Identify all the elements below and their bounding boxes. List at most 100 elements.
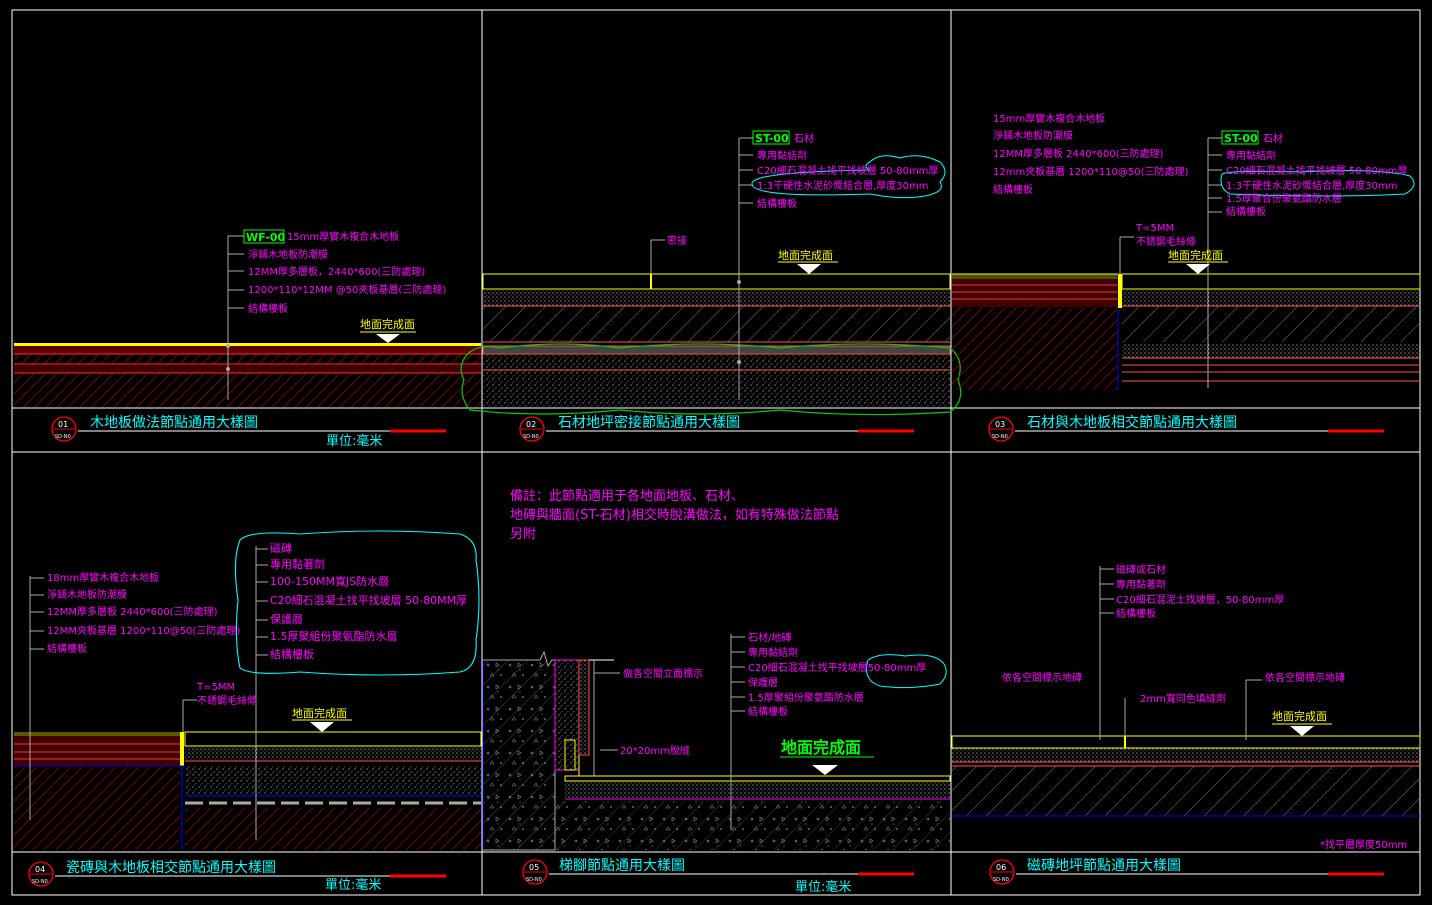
label: 1.5厚聚合份聚氨酯防水層 bbox=[1226, 192, 1342, 205]
label: 100-150MM寬JS防水層 bbox=[270, 574, 389, 588]
unit-label: 單位:毫米 bbox=[326, 433, 382, 449]
panel-02-tag: ST-00 石材 bbox=[752, 130, 814, 145]
panel-04-labels: 磁磚 專用黏著劑 100-150MM寬JS防水層 C20細石混凝土找平找坡層 5… bbox=[270, 542, 467, 661]
panel-title: 石材與木地板相交節點通用大樣圖 bbox=[1027, 414, 1237, 431]
label: C20細石混凝土找平找坡層 50-80mm厚 bbox=[1226, 164, 1407, 177]
label: 1.5厚聚組份聚氨酯防水層 bbox=[748, 691, 864, 704]
label: 石材 bbox=[794, 132, 814, 145]
title-block-04: 04 SD-N0 瓷磚與木地板相交節點通用大樣圖 單位:毫米 bbox=[28, 859, 446, 893]
right-note: 依各空間標示地磚 bbox=[1265, 671, 1345, 684]
panel-05-note: 備註：此節點適用于各地面地板、石材、 地磚與牆面(ST-石材)相交時脫溝做法，如… bbox=[510, 488, 839, 542]
panel-number: 06 bbox=[996, 863, 1006, 872]
label: 結構樓板 bbox=[993, 183, 1033, 196]
label: 15mm厚實木複合木地板 bbox=[993, 112, 1105, 125]
label: 1:3干硬性水泥砂漿結合層,厚度30mm bbox=[757, 179, 928, 192]
panel-title: 梯腳節點通用大樣圖 bbox=[559, 857, 685, 874]
panel-04-tlabels: T=5MM 不銹鋼毛絲條 bbox=[196, 682, 257, 707]
material-tag: ST-00 bbox=[755, 132, 789, 145]
title-block-06: 06 SD-N0 磁磚地坪節點通用大樣圖 bbox=[989, 857, 1384, 885]
label: 專用黏著劑 bbox=[1116, 578, 1166, 591]
title-block-05: 05 SD-N0 梯腳節點通用大樣圖 單位:毫米 bbox=[522, 857, 914, 895]
label: 12MM厚多層板，2440*600(三防處理) bbox=[248, 265, 425, 278]
label: 保護層 bbox=[748, 676, 778, 689]
label: 淨鋪木地板防潮膜 bbox=[248, 248, 328, 261]
panel-04-left-labels: 18mm厚實木複合木地板 淨鋪木地板防潮膜 12MM厚多層板 2440*600(… bbox=[47, 571, 240, 655]
note-line: 另附 bbox=[510, 527, 536, 542]
ground-label-large: 地面完成面 bbox=[781, 738, 861, 757]
ground-label: 地面完成面 bbox=[778, 248, 833, 262]
panel-04-drawing bbox=[14, 530, 482, 850]
panel-number: 05 bbox=[529, 863, 539, 872]
frame-grid bbox=[11, 9, 1421, 896]
label: 結構樓板 bbox=[748, 705, 788, 718]
label: 淨鋪木地板防潮膜 bbox=[47, 588, 127, 601]
joint-label: 密接 bbox=[667, 234, 687, 247]
label: 磁磚或石材 bbox=[1116, 563, 1166, 576]
title-block-03: 03 SD-N0 石材與木地板相交節點通用大樣圖 bbox=[988, 414, 1384, 442]
label: 18mm厚實木複合木地板 bbox=[47, 571, 159, 584]
label: C20細石混凝土找平找坡層 50-80mm厚 bbox=[757, 164, 938, 177]
label: 12mm夾板基層 1200*110@50(三防處理) bbox=[993, 165, 1189, 178]
panel-01-drawing bbox=[14, 235, 481, 407]
label: C20細石混凝土找平找坡層 50-80MM厚 bbox=[270, 593, 467, 607]
label: 淨鋪木地板防潮膜 bbox=[993, 129, 1073, 142]
label: 專用黏結劑 bbox=[1226, 149, 1276, 162]
panel-number: 03 bbox=[995, 420, 1005, 429]
panel-title: 磁磚地坪節點通用大樣圖 bbox=[1027, 857, 1181, 874]
groove-label: 20*20mm脫縫 bbox=[620, 744, 690, 757]
panel-code: SD-N0 bbox=[523, 434, 539, 440]
panel-code: SD-N0 bbox=[526, 877, 542, 883]
label: 石材/地磚 bbox=[748, 631, 791, 644]
left-note: 依各空間標示地磚 bbox=[1002, 671, 1082, 684]
label: 保護層 bbox=[270, 612, 303, 626]
material-tag: WF-00 bbox=[246, 231, 286, 244]
panel-title: 木地板做法節點通用大樣圖 bbox=[90, 414, 258, 431]
note-line: 備註：此節點適用于各地面地板、石材、 bbox=[510, 488, 744, 504]
panel-code: SD-N0 bbox=[992, 434, 1008, 440]
panel-03-tag: ST-00 石材 bbox=[1221, 130, 1283, 145]
ground-label: 地面完成面 bbox=[292, 706, 347, 720]
t-label: T=5MM bbox=[1135, 223, 1174, 234]
title-block-02: 02 SD-N0 石材地坪密接節點通用大樣圖 bbox=[519, 414, 914, 442]
panel-number: 04 bbox=[35, 865, 45, 874]
label: 12MM厚多層板 2440*600(三防處理) bbox=[47, 605, 218, 618]
strip-label: 不銹鋼毛絲條 bbox=[197, 694, 257, 707]
panel-number: 02 bbox=[526, 420, 536, 429]
ground-label: 地面完成面 bbox=[1272, 709, 1327, 723]
panel-03-drawing bbox=[952, 137, 1421, 390]
panel-06-labels: 磁磚或石材 專用黏著劑 C20細石混泥土找坡層，50-80mm厚 結構樓板 依各… bbox=[1002, 563, 1407, 851]
label: 專用黏結劑 bbox=[757, 149, 807, 162]
label: 12MM厚多層板 2440*600(三防處理) bbox=[993, 147, 1164, 160]
label: 結構樓板 bbox=[270, 647, 314, 661]
panel-code: SD-N0 bbox=[993, 877, 1009, 883]
label: 15mm厚實木複合木地板 bbox=[287, 230, 399, 243]
strip-label: 不銹鋼毛絲條 bbox=[1136, 235, 1196, 248]
unit-label: 單位:毫米 bbox=[325, 877, 381, 893]
unit-label: 單位:毫米 bbox=[795, 879, 851, 895]
panel-number: 01 bbox=[58, 420, 68, 429]
panel-01-tag: WF-00 bbox=[243, 229, 286, 244]
ground-label: 地面完成面 bbox=[1168, 248, 1223, 262]
panel-03-labels: 專用黏結劑 C20細石混凝土找平找坡層 50-80mm厚 1:3干硬性水泥砂漿結… bbox=[1135, 149, 1407, 248]
label: 結構樓板 bbox=[47, 642, 87, 655]
label: 專用黏著劑 bbox=[270, 557, 325, 571]
panel-05-labels: 石材/地磚 專用黏結劑 C20細石混凝土找平找坡層50-80mm厚 保護層 1.… bbox=[620, 631, 926, 757]
material-tag: ST-00 bbox=[1224, 132, 1258, 145]
label: C20細石混凝土找平找坡層50-80mm厚 bbox=[748, 661, 926, 674]
panel-title: 石材地坪密接節點通用大樣圖 bbox=[558, 414, 740, 431]
panel-01-labels: 15mm厚實木複合木地板 淨鋪木地板防潮膜 12MM厚多層板，2440*600(… bbox=[248, 230, 446, 315]
label: 石材 bbox=[1263, 132, 1283, 145]
title-block-01: 01 SD-N0 木地板做法節點通用大樣圖 單位:毫米 bbox=[51, 414, 446, 449]
panel-02-drawing bbox=[460, 137, 962, 416]
panel-06-drawing bbox=[951, 566, 1421, 817]
gap-label: 2mm寬同色填縫劑 bbox=[1140, 692, 1226, 705]
t-label: T=5MM bbox=[196, 682, 235, 693]
label: 結構樓板 bbox=[1116, 607, 1156, 620]
panel-title: 瓷磚與木地板相交節點通用大樣圖 bbox=[66, 859, 276, 876]
label: 1:3干硬性水泥砂漿結合層,厚度30mm bbox=[1226, 179, 1397, 192]
label: 結構樓板 bbox=[1226, 205, 1266, 218]
label: 專用黏結劑 bbox=[748, 646, 798, 659]
label: 磁磚 bbox=[270, 542, 292, 555]
label: 12MM夾板基層 1200*110@50(三防處理) bbox=[47, 624, 240, 637]
